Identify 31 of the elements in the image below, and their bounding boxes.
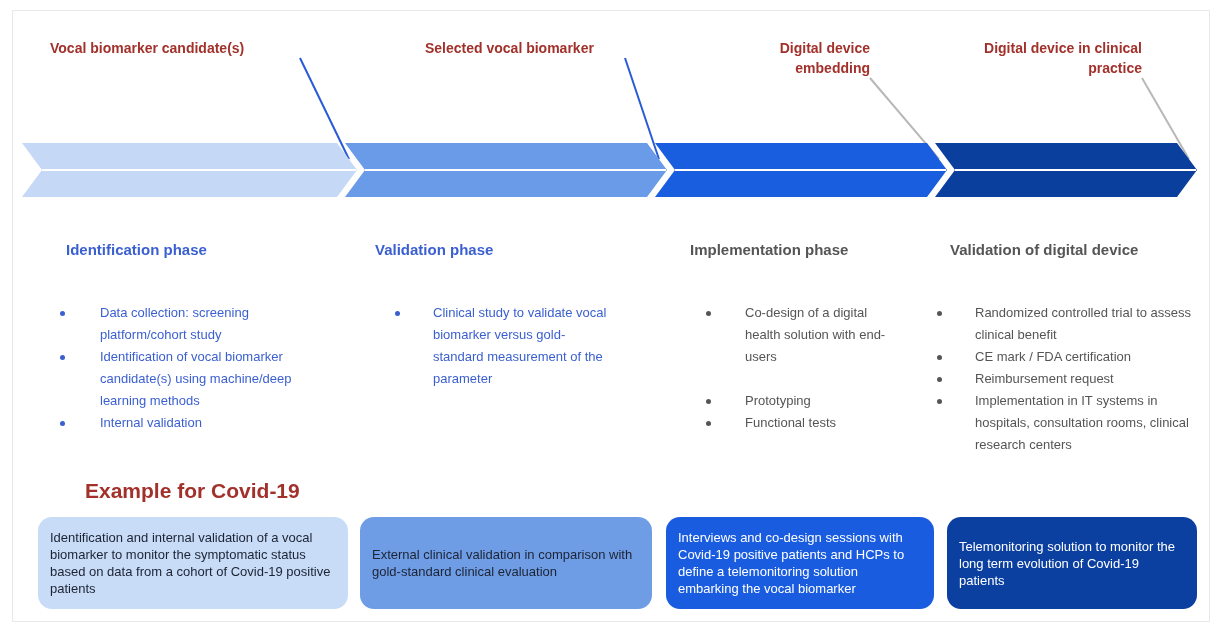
example-box: External clinical validation in comparison with gold-standard clinical evaluation xyxy=(360,517,652,609)
bullet-item: Internal validation xyxy=(56,412,326,434)
phase-band xyxy=(935,143,1197,197)
bullet-item: Implementation in IT systems in hospitals, consultation rooms, clinical research centers xyxy=(933,390,1195,456)
stage-label: Vocal biomarker candidate(s) xyxy=(50,38,300,58)
bullet-item: Prototyping xyxy=(702,390,898,412)
phase-heading: Validation phase xyxy=(375,240,495,260)
example-box: Telemonitoring solution to monitor the long term evolution of Covid-19 patients xyxy=(947,517,1197,609)
phase-band xyxy=(22,143,357,197)
bullet-item: CE mark / FDA certification xyxy=(933,346,1195,368)
phase-heading: Validation of digital device xyxy=(950,240,1140,260)
leader-line xyxy=(299,57,350,161)
phase-band xyxy=(345,143,667,197)
example-box: Interviews and co-design sessions with Covid-19 positive patients and HCPs to define a telemonitoring solution embarking the vocal biomarker xyxy=(666,517,934,609)
section-heading: Example for Covid-19 xyxy=(85,478,301,504)
bullet-item: Reimbursement request xyxy=(933,368,1195,390)
bullet-item: Clinical study to validate vocal biomarker versus gold-standard measurement of the parameter xyxy=(391,302,613,390)
bullet-item: Functional tests xyxy=(702,412,898,434)
bullet-item: Identification of vocal biomarker candidate(s) using machine/deep learning methods xyxy=(56,346,326,412)
phase-heading: Identification phase xyxy=(66,240,208,260)
phase-heading: Implementation phase xyxy=(690,240,850,260)
leader-line xyxy=(1141,77,1190,161)
bullet-item: Randomized controlled trial to assess clinical benefit xyxy=(933,302,1195,346)
phase-band xyxy=(655,143,947,197)
stage-label: Digital device embedding xyxy=(760,38,870,78)
bullet-item: Co-design of a digital health solution with end-users xyxy=(702,302,898,368)
stage-label: Digital device in clinical practice xyxy=(950,38,1142,78)
example-box: Identification and internal validation of a vocal biomarker to monitor the symptomatic status based on data from a cohort of Covid-19 positive patients xyxy=(38,517,348,609)
stage-label: Selected vocal biomarker xyxy=(425,38,625,58)
bullet-item: Data collection: screening platform/cohort study xyxy=(56,302,326,346)
leader-line xyxy=(624,57,660,161)
